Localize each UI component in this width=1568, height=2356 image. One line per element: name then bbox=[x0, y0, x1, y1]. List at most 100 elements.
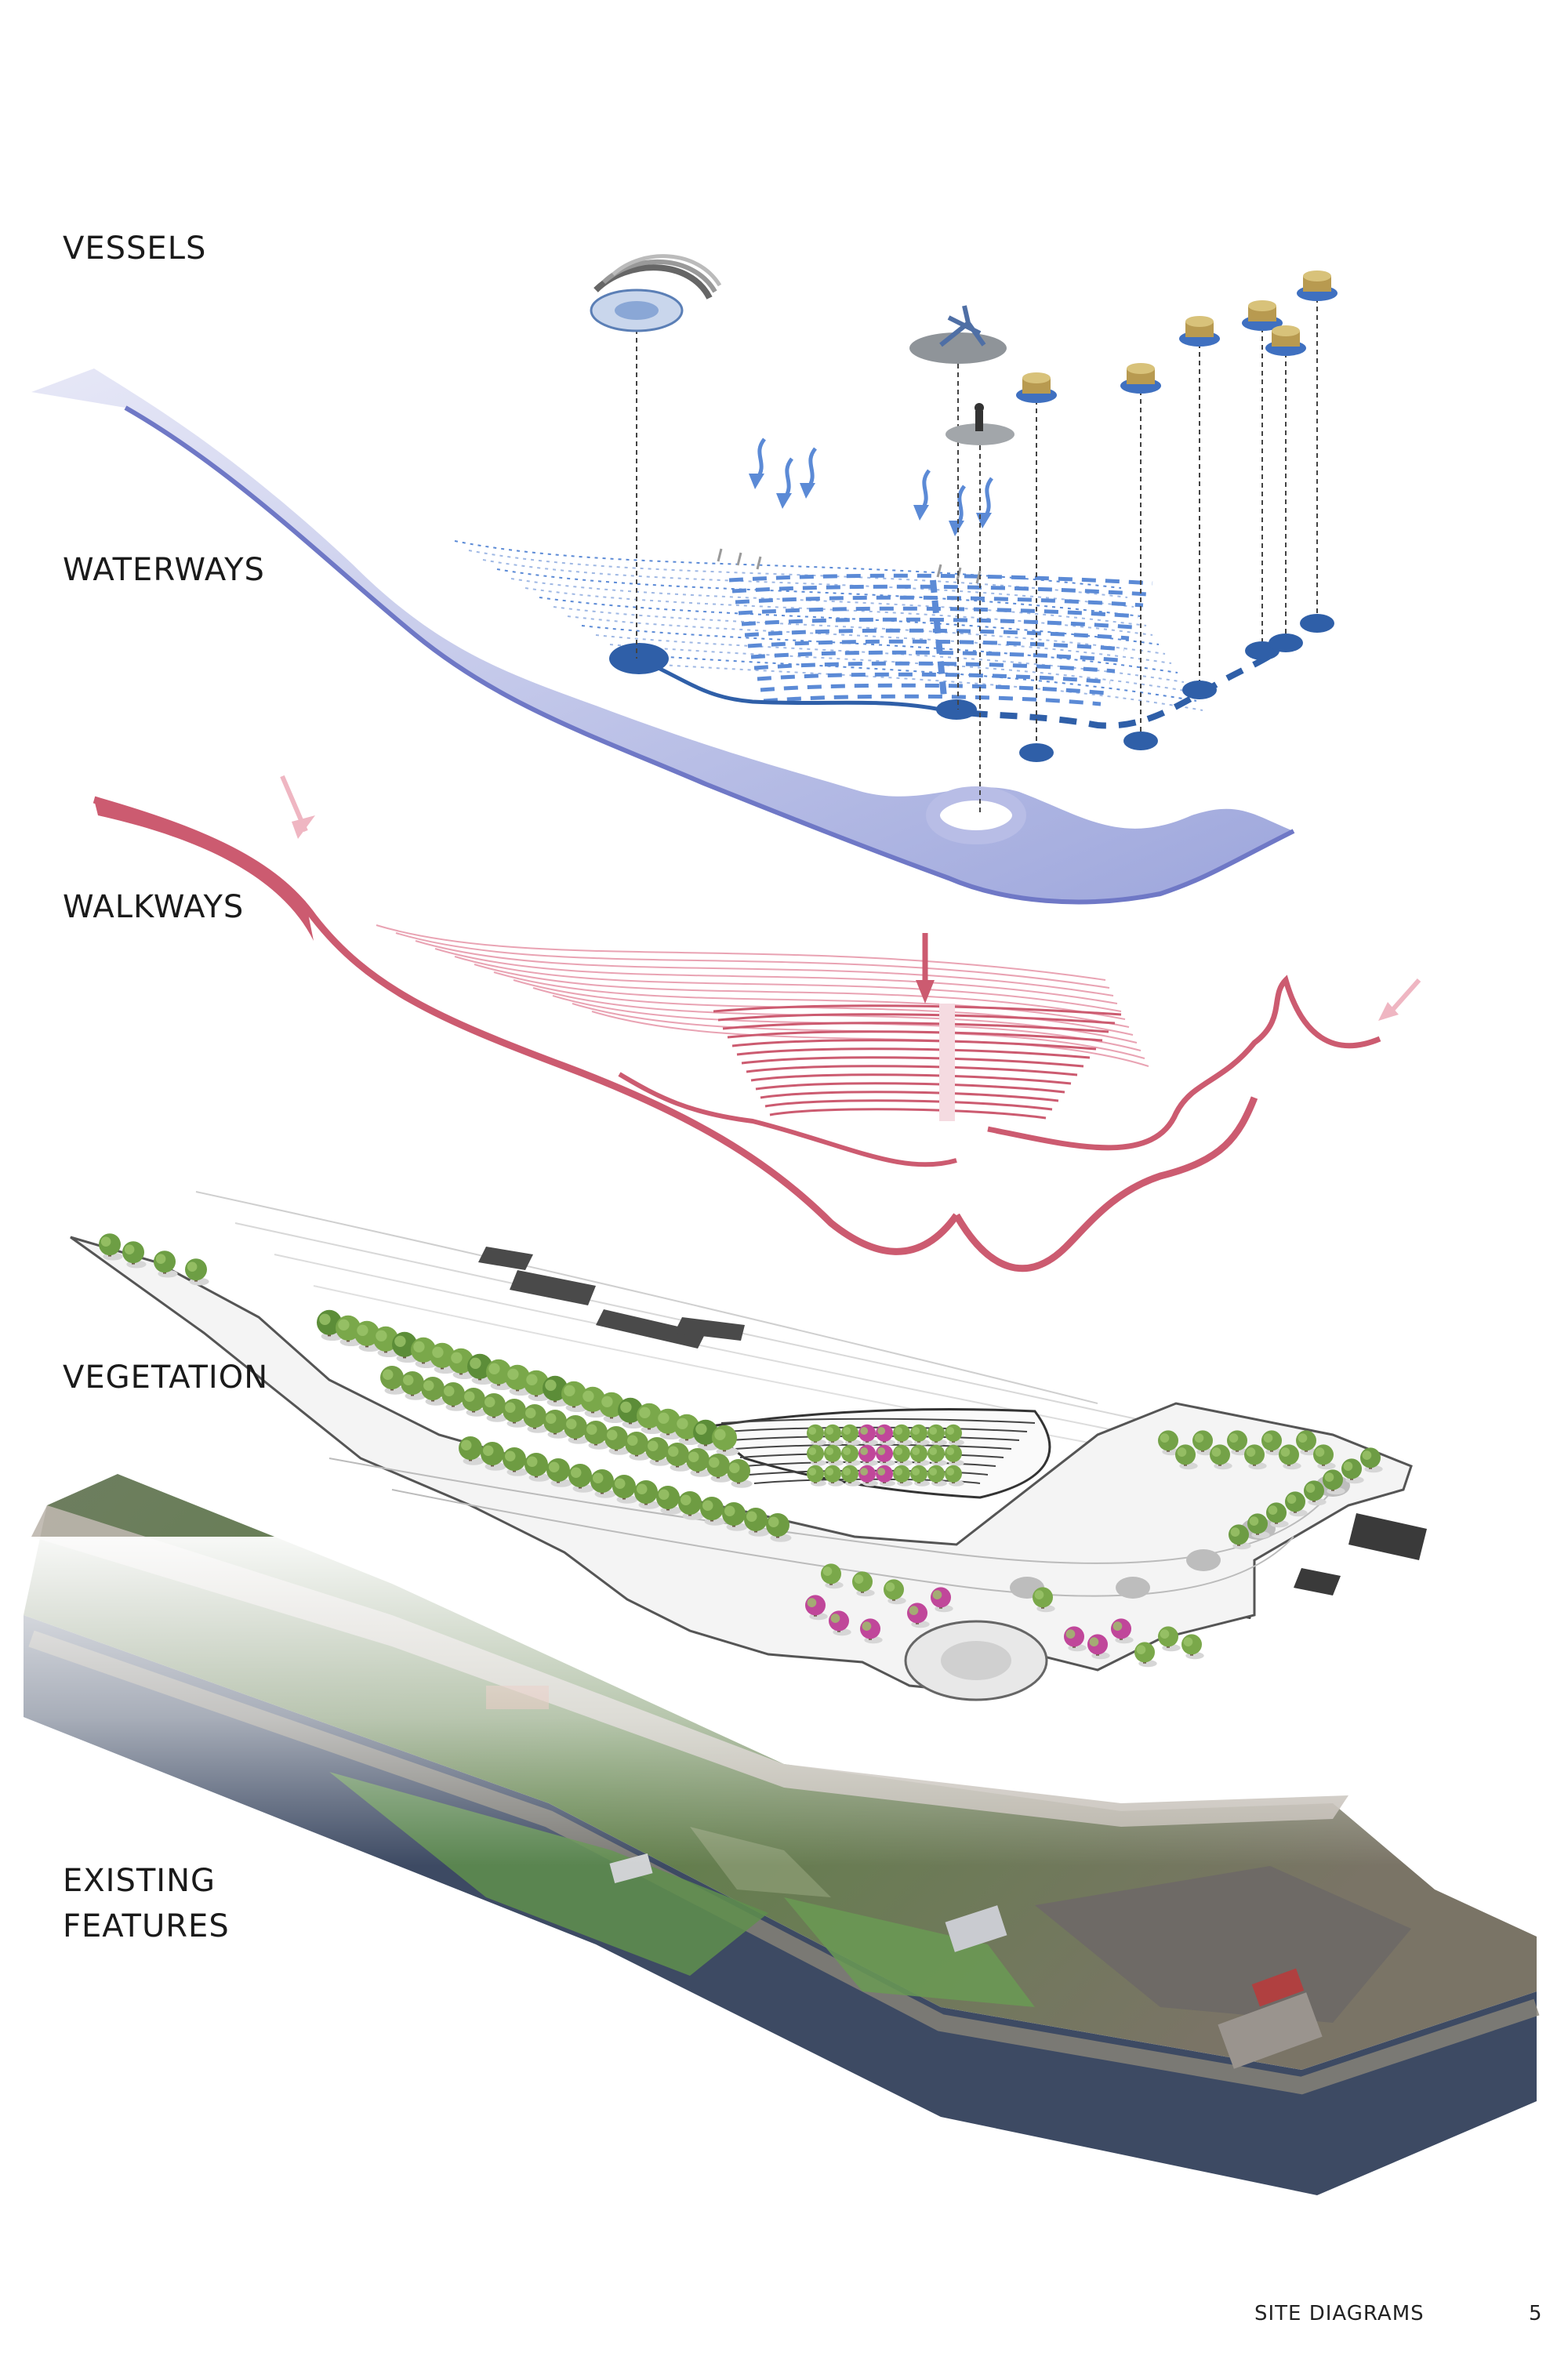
tree bbox=[354, 1320, 382, 1352]
tree-highlight bbox=[1136, 1645, 1146, 1654]
tree bbox=[411, 1337, 438, 1368]
tree-highlight bbox=[885, 1582, 895, 1592]
tree-highlight bbox=[1305, 1483, 1316, 1493]
tree bbox=[824, 1465, 844, 1487]
tree bbox=[876, 1465, 895, 1487]
tree bbox=[841, 1424, 861, 1446]
tree-highlight bbox=[607, 1429, 618, 1440]
buoy bbox=[1016, 372, 1057, 403]
tree-highlight bbox=[1249, 1516, 1259, 1526]
tree-highlight bbox=[822, 1566, 833, 1576]
water-stream bbox=[468, 550, 1128, 598]
tree-highlight bbox=[488, 1363, 500, 1375]
tree-highlight bbox=[808, 1468, 817, 1476]
tree bbox=[766, 1513, 792, 1542]
tree-highlight bbox=[637, 1483, 648, 1494]
walk-stripe bbox=[713, 1004, 1122, 1016]
tree bbox=[590, 1469, 616, 1498]
inflow-arrow bbox=[976, 477, 994, 528]
tree-highlight bbox=[659, 1489, 670, 1500]
water-inflow-arrows bbox=[717, 437, 994, 584]
tree-highlight bbox=[843, 1447, 851, 1456]
walk-stripe bbox=[755, 1082, 1065, 1094]
walk-strand bbox=[454, 956, 1122, 1012]
tree bbox=[546, 1458, 572, 1487]
tree-highlight bbox=[929, 1427, 938, 1436]
tree-highlight bbox=[729, 1462, 740, 1473]
buoy bbox=[1297, 270, 1338, 301]
water-main-channel bbox=[637, 656, 942, 712]
water-stream bbox=[482, 559, 1134, 608]
tree bbox=[945, 1465, 964, 1487]
tree-highlight bbox=[639, 1407, 651, 1419]
tree-highlight bbox=[1246, 1447, 1256, 1457]
tree bbox=[481, 1442, 506, 1471]
tree-highlight bbox=[1230, 1527, 1240, 1537]
water-node bbox=[936, 699, 977, 720]
tree-highlight bbox=[485, 1396, 495, 1407]
tree bbox=[401, 1371, 426, 1400]
tree bbox=[807, 1465, 826, 1487]
buoy-base bbox=[1019, 743, 1054, 762]
walk-stripe bbox=[722, 1022, 1109, 1033]
tree bbox=[824, 1444, 844, 1466]
water-stream bbox=[524, 587, 1153, 636]
tree-highlight bbox=[946, 1468, 955, 1476]
tree bbox=[727, 1459, 753, 1488]
water-dashed-route bbox=[940, 648, 1280, 729]
tree-highlight bbox=[912, 1468, 920, 1476]
river-cove bbox=[926, 786, 1026, 844]
walk-strand bbox=[395, 932, 1110, 989]
tree-highlight bbox=[549, 1461, 560, 1472]
walk-strand bbox=[493, 971, 1130, 1028]
walk-spine bbox=[939, 1004, 955, 1121]
vegetation-road-line bbox=[234, 1222, 1138, 1420]
water-dash-line bbox=[753, 661, 1116, 673]
tree-highlight bbox=[862, 1621, 872, 1631]
tree-highlight bbox=[830, 1614, 840, 1623]
buoy bbox=[1265, 325, 1306, 356]
tree bbox=[122, 1241, 147, 1269]
tree bbox=[931, 1587, 953, 1613]
tree-highlight bbox=[403, 1374, 414, 1385]
water-dash-line bbox=[731, 584, 1149, 597]
water-dash-line bbox=[760, 683, 1106, 695]
tree-highlight bbox=[826, 1468, 834, 1476]
tree-highlight bbox=[895, 1468, 903, 1476]
tree-highlight bbox=[826, 1447, 834, 1456]
water-dash-line bbox=[763, 694, 1102, 706]
tree-highlight bbox=[668, 1446, 679, 1457]
water-stream bbox=[553, 606, 1166, 655]
vegetation-plaza bbox=[1116, 1577, 1150, 1599]
tree bbox=[1111, 1618, 1134, 1644]
walk-stripe bbox=[727, 1030, 1103, 1042]
tree bbox=[907, 1603, 930, 1628]
vessel-amphitheater bbox=[590, 254, 722, 332]
walkway-loop bbox=[618, 1072, 957, 1167]
tree bbox=[858, 1424, 878, 1446]
tree bbox=[1279, 1444, 1301, 1470]
tree bbox=[1064, 1626, 1087, 1652]
layer-label-vegetation: VEGETATION bbox=[63, 1360, 269, 1396]
tree bbox=[1360, 1447, 1383, 1473]
tree bbox=[1087, 1634, 1110, 1660]
water-stream bbox=[539, 597, 1160, 645]
buoy bbox=[1242, 300, 1283, 331]
tree-highlight bbox=[1194, 1433, 1204, 1443]
tree bbox=[99, 1233, 123, 1261]
tree-highlight bbox=[571, 1467, 582, 1478]
tree-highlight bbox=[507, 1368, 519, 1381]
tree-highlight bbox=[1263, 1433, 1273, 1443]
tree-highlight bbox=[746, 1511, 757, 1522]
buoy-top bbox=[1303, 270, 1331, 281]
tree bbox=[829, 1610, 851, 1636]
tree-highlight bbox=[1177, 1447, 1187, 1457]
tree bbox=[841, 1444, 861, 1466]
walkway-entry-arrow bbox=[280, 775, 315, 839]
tree-highlight bbox=[912, 1447, 920, 1456]
tree bbox=[927, 1444, 947, 1466]
tree bbox=[945, 1424, 964, 1446]
tree-highlight bbox=[187, 1261, 198, 1272]
tree bbox=[1247, 1513, 1270, 1539]
tree bbox=[1175, 1444, 1198, 1470]
